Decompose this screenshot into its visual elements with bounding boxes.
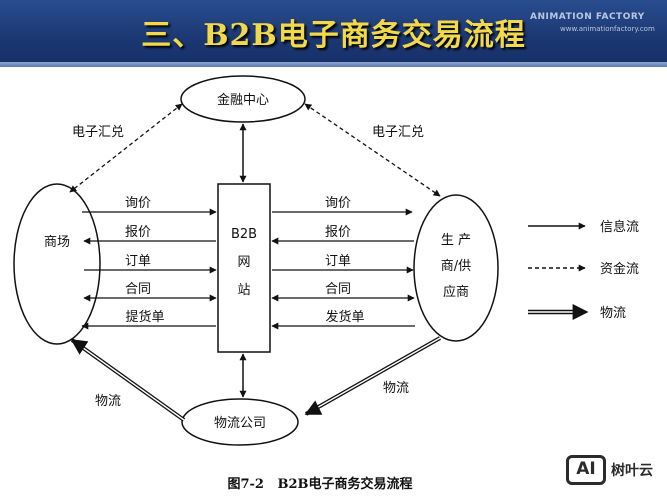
legend: 信息流 资金流 物流 bbox=[528, 219, 639, 321]
payment-flow-left-label: 电子汇兑 bbox=[72, 125, 124, 140]
merchant-label: 商场 bbox=[44, 235, 70, 250]
watermark-text: ANIMATION FACTORY bbox=[530, 12, 645, 22]
ai-logo-icon: AI bbox=[566, 455, 606, 485]
b2b-site-label-1: B2B bbox=[231, 227, 257, 242]
merchant-node bbox=[13, 183, 101, 345]
b2b-site-label-3: 站 bbox=[237, 283, 250, 298]
left-contract-label: 合同 bbox=[125, 282, 151, 297]
figure-caption: 图7-2 B2B电子商务交易流程 bbox=[227, 476, 412, 492]
left-order-label: 订单 bbox=[125, 254, 151, 269]
left-delivery-note-label: 提货单 bbox=[125, 309, 164, 325]
producer-label-3: 应商 bbox=[443, 284, 469, 300]
logistics-flow-left-arrow bbox=[70, 338, 186, 422]
right-order-label: 订单 bbox=[325, 254, 351, 269]
finance-center-node bbox=[180, 75, 306, 123]
title-banner-stripe bbox=[0, 62, 667, 67]
legend-logistics-label: 物流 bbox=[600, 306, 626, 321]
logistics-flow-right-label: 物流 bbox=[383, 381, 409, 396]
b2b-site-node bbox=[217, 183, 271, 353]
brand-name: 树叶云 bbox=[611, 463, 653, 479]
producer-label-2: 商/供 bbox=[441, 259, 471, 274]
right-inquiry-label: 询价 bbox=[325, 196, 351, 211]
watermark-url: www.animationfactory.com bbox=[560, 25, 655, 33]
title-banner bbox=[0, 0, 667, 62]
payment-flow-left-arrow bbox=[69, 103, 183, 193]
left-quote-label: 报价 bbox=[125, 225, 151, 240]
logistics-company-node bbox=[181, 398, 299, 446]
producer-label-1: 生 产 bbox=[441, 233, 471, 248]
finance-center-label: 金融中心 bbox=[217, 92, 269, 108]
right-contract-label: 合同 bbox=[325, 282, 351, 297]
right-quote-label: 报价 bbox=[325, 225, 351, 240]
payment-flow-right-label: 电子汇兑 bbox=[372, 125, 424, 140]
logistics-flow-right-arrow bbox=[304, 336, 441, 416]
payment-flow-right-arrow bbox=[304, 103, 441, 197]
left-inquiry-label: 询价 bbox=[125, 196, 151, 211]
right-shipping-note-label: 发货单 bbox=[325, 309, 364, 325]
slide-title: 三、B2B电子商务交易流程 bbox=[141, 18, 526, 53]
legend-funds-flow-label: 资金流 bbox=[600, 261, 639, 277]
logistics-company-label: 物流公司 bbox=[214, 416, 266, 431]
legend-info-flow-label: 信息流 bbox=[600, 219, 639, 235]
producer-node bbox=[413, 194, 499, 342]
logistics-flow-left-label: 物流 bbox=[95, 394, 121, 409]
b2b-site-label-2: 网 bbox=[237, 255, 250, 270]
